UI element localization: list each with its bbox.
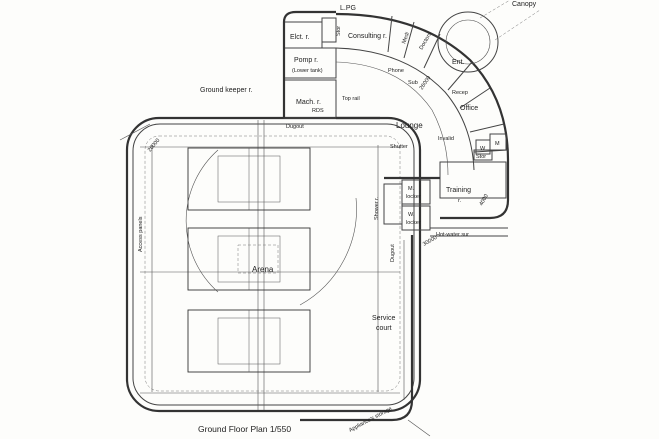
label-training-r: r.	[458, 198, 462, 204]
room-divider	[459, 87, 491, 109]
label-w-locker-2: locker	[406, 220, 421, 226]
arena-arc-inner	[185, 149, 219, 293]
label-mach-room: Mach. r.	[296, 99, 321, 106]
label-elct-room: Elct. r.	[290, 34, 310, 41]
label-m-locker-2: locker	[406, 194, 421, 200]
label-dim-26000: 26000	[419, 75, 433, 91]
curved-wing-inner	[335, 47, 475, 171]
label-office: Office	[460, 105, 478, 112]
w-locker-room	[401, 205, 431, 231]
label-medi: Medi	[401, 31, 411, 44]
dimension-line	[407, 419, 431, 437]
entrance-canopy-inner	[445, 19, 491, 65]
label-training-room: Training	[446, 187, 471, 194]
label-sub-ent: Sub	[408, 80, 418, 86]
canopy-line	[494, 9, 541, 41]
label-doctors: Doctors	[419, 31, 434, 51]
label-service-court-1: Service	[372, 315, 395, 322]
room-divider	[469, 123, 505, 133]
arena-outer-wall	[125, 116, 422, 413]
m-toilet	[489, 133, 507, 151]
label-m-toilet: M	[495, 141, 500, 147]
training-room-curve	[440, 199, 510, 220]
label-ground-keeper: Ground keeper r.	[200, 87, 253, 94]
arena-inner-wall	[132, 123, 415, 406]
arena-center-box	[237, 244, 279, 274]
label-dim-20000: 20000	[147, 138, 161, 154]
label-rds: RDS	[312, 108, 324, 114]
label-stor-1: Stor	[336, 26, 342, 36]
label-shutter: Shutter	[390, 144, 408, 150]
label-arena: Arena	[252, 265, 274, 274]
label-dim-4000: 4000	[479, 193, 490, 207]
label-w-locker-1: W.	[408, 212, 415, 218]
arena-field-boundary	[144, 135, 401, 392]
label-phone: Phone	[388, 68, 404, 74]
curved-wing-outer	[335, 12, 510, 200]
canopy-line	[479, 0, 511, 19]
room-divider	[447, 61, 473, 91]
label-pump-room: Pomp r.	[294, 57, 318, 64]
label-service-court-2: court	[376, 325, 392, 332]
label-w-toilet: W	[480, 146, 486, 152]
label-consulting-room: Consulting r.	[348, 33, 387, 40]
stor-room-1	[321, 17, 337, 43]
label-top-rail: Top rail	[342, 96, 360, 102]
label-dim-30000: 30000	[422, 235, 438, 248]
building-edge-top	[282, 10, 336, 23]
label-dugout-1: Dugout	[286, 124, 304, 130]
service-wing-wall	[300, 235, 414, 422]
stor-room-2	[473, 149, 493, 161]
label-lower-tank: (Lower tank)	[292, 68, 323, 74]
room-divider	[387, 15, 393, 53]
curved-wing-lounge-arc	[335, 61, 449, 176]
room-divider	[403, 21, 415, 59]
shower-room	[383, 183, 403, 225]
dimension-line	[119, 123, 151, 141]
label-recep: Recep	[452, 90, 468, 96]
label-invalid: Invalid	[438, 136, 454, 142]
label-shower-room: Shower r.	[374, 196, 380, 220]
label-dugout-2: Dugout	[390, 244, 396, 262]
label-lounge: Lounge	[396, 121, 423, 130]
label-m-locker-1: M.	[408, 186, 415, 192]
label-stor-2: Stor	[476, 154, 486, 160]
label-lpg: L.PG	[340, 5, 356, 12]
label-canopy: Canopy	[512, 1, 537, 8]
label-ent: Ent.	[452, 59, 465, 66]
m-locker-room	[401, 179, 431, 205]
plan-title: Ground Floor Plan 1/550	[198, 424, 291, 434]
entrance-canopy-circle	[437, 11, 499, 73]
room-divider	[423, 33, 441, 69]
label-access-panels: Access panels	[138, 216, 144, 252]
training-room	[439, 161, 507, 199]
arena-arc-outer	[299, 197, 357, 306]
label-hot-water: Hot-water sur	[436, 232, 469, 238]
